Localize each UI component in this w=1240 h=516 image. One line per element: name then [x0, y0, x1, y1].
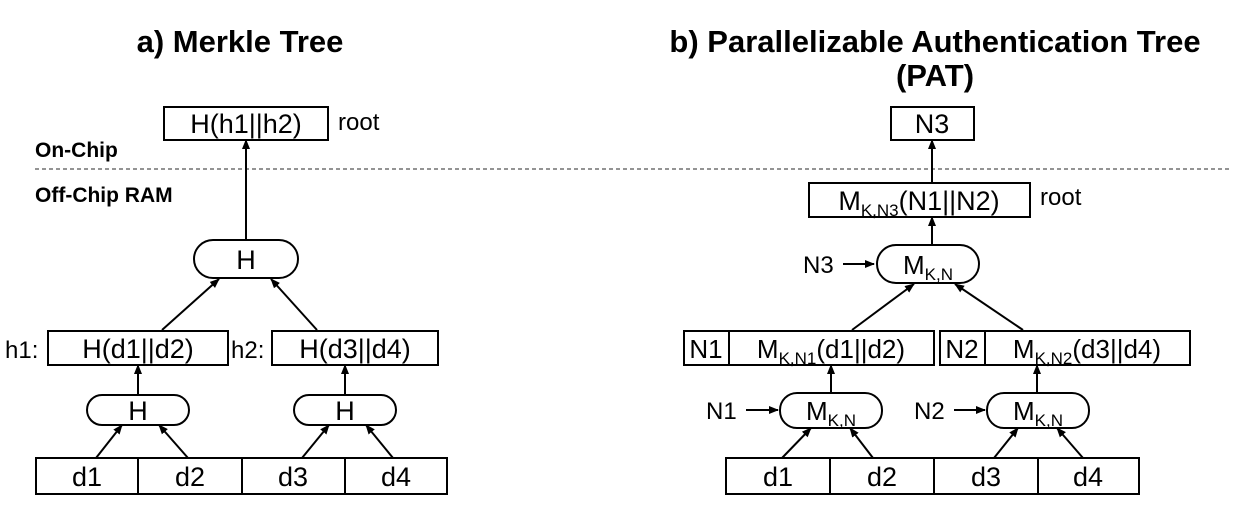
merkle-h2-box	[271, 330, 439, 366]
pat-low-left-mac-node	[779, 392, 883, 429]
pat-top-mac-node	[876, 244, 980, 284]
pat-low-left-mac-label: MK,N	[806, 396, 856, 430]
merkle-edge-d2-to-left-hash	[158, 424, 189, 459]
merkle-data-block-2	[137, 457, 243, 495]
pat-low-right-mac-label: MK,N	[1013, 396, 1063, 430]
pat-edge-left-node-to-top-mac	[851, 283, 915, 331]
merkle-data-label-3: d3	[278, 462, 308, 492]
merkle-edge-d1-to-left-hash	[95, 424, 123, 459]
pat-data-label-4: d4	[1073, 462, 1103, 492]
merkle-data-label-1: d1	[72, 462, 102, 492]
pat-low-left-nonce-label: N1	[706, 398, 737, 425]
pat-data-label-2: d2	[867, 462, 897, 492]
pat-data-block-4	[1037, 457, 1140, 495]
merkle-root-box	[163, 106, 329, 141]
pat-root-box	[808, 182, 1031, 218]
merkle-title: a) Merkle Tree	[137, 24, 344, 59]
merkle-top-hash-node	[193, 239, 299, 279]
pat-top-nonce-label: N3	[803, 252, 834, 279]
pat-data-label-1: d1	[763, 462, 793, 492]
pat-title-line2: (PAT)	[896, 58, 974, 93]
pat-edge-d3-to-low-right-mac	[993, 427, 1019, 459]
merkle-edge-h1-to-top-hash	[161, 278, 220, 331]
pat-right-nonce-box	[939, 330, 986, 366]
pat-left-nonce-label: N1	[689, 334, 722, 364]
merkle-left-hash-label: H	[128, 396, 148, 426]
off-chip-label: Off-Chip RAM	[35, 184, 173, 207]
merkle-h2-label: H(d3||d4)	[299, 334, 411, 364]
pat-right-mac-box	[984, 330, 1191, 366]
merkle-data-block-4	[344, 457, 448, 495]
pat-data-block-1	[725, 457, 831, 495]
merkle-right-hash-label: H	[335, 396, 355, 426]
pat-left-mac-box	[728, 330, 935, 366]
merkle-root-label: H(h1||h2)	[190, 109, 302, 139]
merkle-edge-h2-to-top-hash	[270, 278, 318, 331]
pat-edge-d1-to-low-left-mac	[781, 427, 812, 459]
pat-edge-d4-to-low-right-mac	[1056, 427, 1084, 459]
merkle-edge-d3-to-right-hash	[301, 424, 330, 459]
pat-left-nonce-box	[683, 330, 730, 366]
pat-right-nonce-label: N2	[945, 334, 978, 364]
merkle-h1-label: H(d1||d2)	[82, 334, 194, 364]
merkle-data-label-2: d2	[175, 462, 205, 492]
merkle-h1-box	[47, 330, 229, 366]
on-chip-label: On-Chip	[35, 139, 118, 162]
merkle-right-hash-node	[293, 394, 397, 426]
pat-onchip-nonce-box	[890, 106, 975, 141]
pat-right-mac-label: MK,N2(d3||d4)	[1013, 334, 1161, 368]
pat-root-tag: root	[1040, 184, 1082, 211]
pat-low-right-mac-node	[986, 392, 1090, 429]
merkle-data-label-4: d4	[381, 462, 411, 492]
pat-title-line1: b) Parallelizable Authentication Tree	[669, 24, 1200, 59]
pat-low-right-nonce-label: N2	[914, 398, 945, 425]
pat-left-mac-label: MK,N1(d1||d2)	[757, 334, 905, 368]
merkle-top-hash-label: H	[236, 245, 256, 275]
pat-onchip-nonce-label: N3	[915, 109, 950, 139]
pat-root-label: MK,N3(N1||N2)	[838, 186, 999, 220]
merkle-data-block-3	[241, 457, 346, 495]
merkle-data-block-1	[35, 457, 139, 495]
pat-data-block-2	[829, 457, 935, 495]
pat-data-label-3: d3	[971, 462, 1001, 492]
pat-edge-right-node-to-top-mac	[954, 283, 1024, 331]
merkle-left-hash-node	[86, 394, 190, 426]
pat-data-block-3	[933, 457, 1039, 495]
merkle-edge-d4-to-right-hash	[365, 424, 394, 459]
pat-edge-d2-to-low-left-mac	[849, 427, 874, 459]
pat-top-mac-label: MK,N	[903, 250, 953, 284]
merkle-h1-tag: h1:	[5, 337, 38, 364]
merkle-h2-tag: h2:	[231, 337, 264, 364]
merkle-root-tag: root	[338, 109, 380, 136]
